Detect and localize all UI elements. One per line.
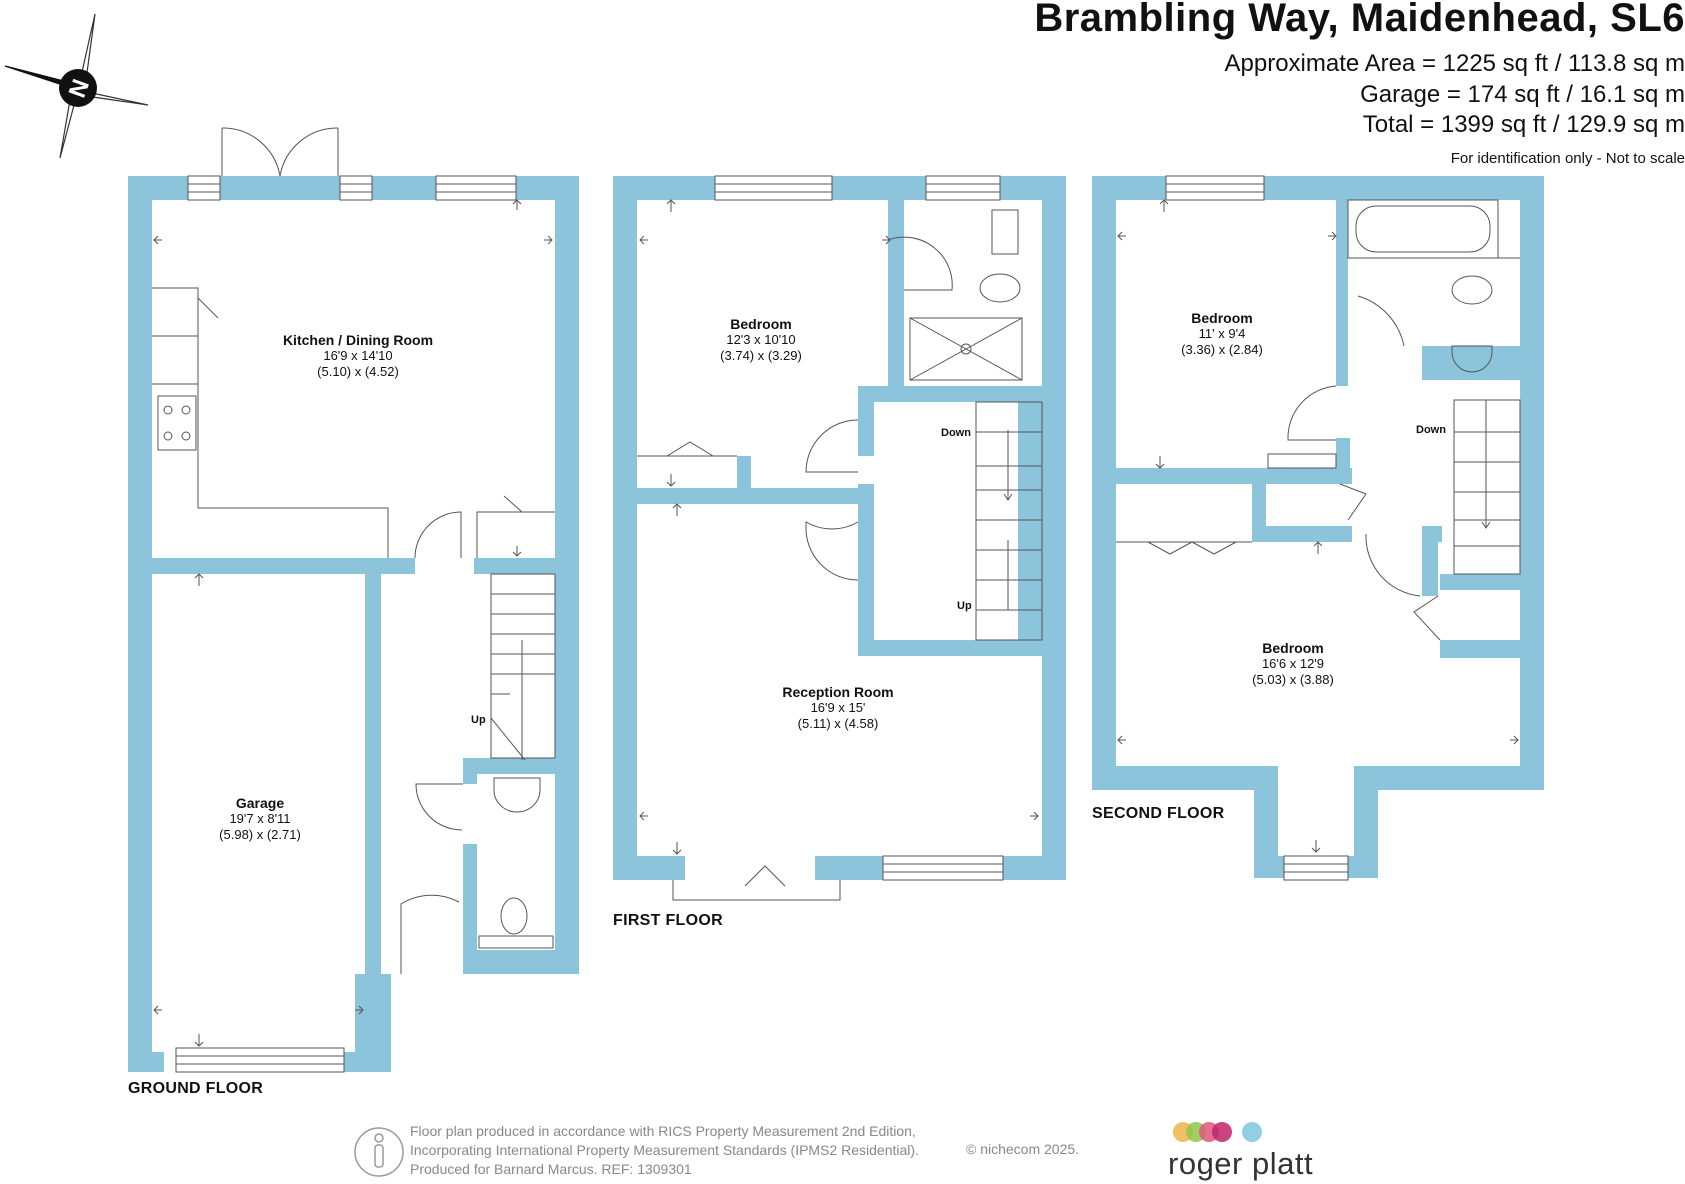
brand-dot xyxy=(1242,1122,1262,1142)
compass-rose-icon: N xyxy=(4,13,149,159)
stairs-up-label: Up xyxy=(471,714,486,726)
room-imperial: 16'9 x 14'10 xyxy=(323,348,393,363)
ground-floor-plan xyxy=(128,176,579,1072)
room-name: Reception Room xyxy=(782,684,894,700)
footer-graphics xyxy=(354,1127,404,1177)
total-area: Total = 1399 sq ft / 129.9 sq m xyxy=(1362,111,1685,138)
room-reception: Reception Room 16'9 x 15' (5.11) x (4.58… xyxy=(782,684,893,732)
footer-line-1: Floor plan produced in accordance with R… xyxy=(410,1123,916,1139)
room-garage: Garage 19'7 x 8'11 (5.98) x (2.71) xyxy=(219,795,301,843)
accessibility-info-icon xyxy=(354,1127,404,1177)
second-floor-fixtures xyxy=(1116,175,1521,881)
room-name: Bedroom xyxy=(730,316,792,332)
room-name: Bedroom xyxy=(1191,310,1253,326)
disclaimer: For identification only - Not to scale xyxy=(1450,150,1685,167)
footer-note: Floor plan produced in accordance with R… xyxy=(410,1122,919,1179)
garage-area: Garage = 174 sq ft / 16.1 sq m xyxy=(1360,81,1685,108)
brand-name: roger platt xyxy=(1168,1146,1314,1181)
room-metric: (5.03) x (3.88) xyxy=(1252,672,1334,687)
room-bedroom-second-main: Bedroom 16'6 x 12'9 (5.03) x (3.88) xyxy=(1252,640,1334,688)
second-floor-plan xyxy=(1092,176,1544,878)
room-name: Kitchen / Dining Room xyxy=(282,332,434,348)
room-imperial: 16'9 x 15' xyxy=(810,700,866,715)
room-metric: (3.74) x (3.29) xyxy=(720,348,802,363)
first-floor-label: FIRST FLOOR xyxy=(613,912,723,929)
ground-floor-fixtures xyxy=(152,127,556,1073)
property-title: Brambling Way, Maidenhead, SL6 xyxy=(1034,0,1685,40)
room-metric: (5.98) x (2.71) xyxy=(219,827,301,842)
stairs-up-label: Up xyxy=(957,600,972,612)
room-metric: (5.11) x (4.58) xyxy=(797,716,879,731)
room-metric: (3.36) x (2.84) xyxy=(1181,342,1263,357)
approximate-area: Approximate Area = 1225 sq ft / 113.8 sq… xyxy=(1224,50,1685,77)
room-name: Garage xyxy=(235,795,285,811)
room-kitchen-dining: Kitchen / Dining Room 16'9 x 14'10 (5.10… xyxy=(283,332,433,380)
footer-line-2: Incorporating International Property Mea… xyxy=(410,1142,919,1158)
brand-dot xyxy=(1212,1122,1232,1142)
first-floor-fixtures xyxy=(637,175,1043,901)
room-bedroom-first: Bedroom 12'3 x 10'10 (3.74) x (3.29) xyxy=(720,316,802,364)
room-imperial: 16'6 x 12'9 xyxy=(1261,656,1325,671)
room-name: Bedroom xyxy=(1262,640,1324,656)
copyright: © nichecom 2025. xyxy=(966,1141,1080,1157)
first-floor-plan xyxy=(613,176,1066,880)
room-imperial: 11' x 9'4 xyxy=(1198,326,1246,341)
room-metric: (5.10) x (4.52) xyxy=(317,364,399,379)
stairs-down-label: Down xyxy=(1416,424,1446,436)
room-imperial: 12'3 x 10'10 xyxy=(726,332,796,347)
footer-line-3: Produced for Barnard Marcus. REF: 130930… xyxy=(410,1161,692,1177)
stairs-down-label: Down xyxy=(941,427,971,439)
room-bedroom-second-small: Bedroom 11' x 9'4 (3.36) x (2.84) xyxy=(1181,310,1263,358)
room-imperial: 19'7 x 8'11 xyxy=(229,811,291,826)
ground-floor-label: GROUND FLOOR xyxy=(128,1080,264,1097)
second-floor-label: SECOND FLOOR xyxy=(1092,805,1225,822)
brand-dots xyxy=(1173,1122,1262,1142)
